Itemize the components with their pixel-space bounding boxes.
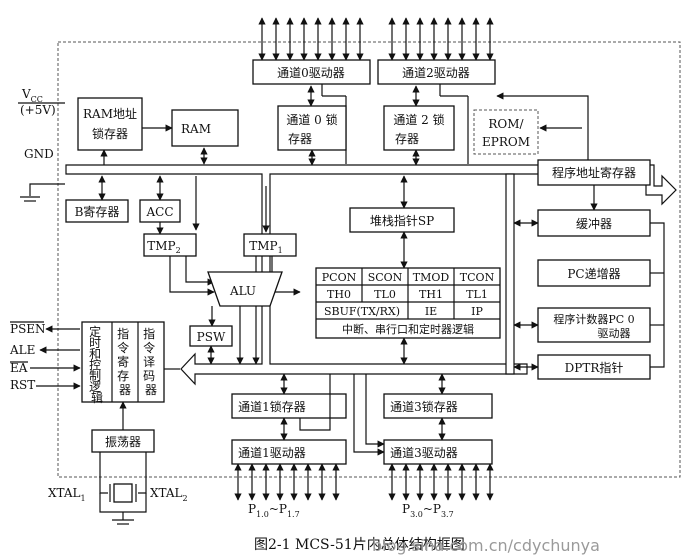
chip-boundary — [57, 41, 681, 478]
port0-latch-label-2: 存器 — [288, 132, 312, 146]
gnd-label: GND — [24, 147, 54, 161]
rom-label-2: EPROM — [482, 135, 530, 149]
port3-bottom-pins — [388, 463, 494, 501]
program-counter-label-1: 程序计数器PC 0 — [553, 312, 634, 326]
program-counter-box — [537, 307, 651, 343]
b-register-box — [65, 199, 129, 223]
tmp1-label: TMP1 — [249, 239, 282, 255]
port2-latch-box — [383, 105, 455, 151]
watermark: blog.sina.com.cn/cdychunya — [372, 536, 600, 555]
port2-latch-label-1: 通道 2 锁 — [393, 112, 444, 127]
port3-driver-label: 通道3驱动器 — [390, 446, 458, 460]
port1-driver-label: 通道1驱动器 — [238, 446, 306, 460]
ram-label: RAM — [181, 122, 211, 136]
instruction-decoder-text: 指 令 译 码 器 — [143, 326, 159, 397]
rom-eprom-box — [473, 109, 539, 155]
sfr-ip: IP — [471, 305, 483, 318]
port2-latch-label-2: 存器 — [395, 132, 419, 146]
internal-bus — [65, 164, 677, 386]
stack-pointer-label: 堆栈指针SP — [370, 213, 434, 228]
right-bus — [505, 173, 515, 375]
program-address-register-label: 程序地址寄存器 — [552, 165, 636, 180]
port0-driver-box — [252, 59, 371, 85]
port1-driver-box — [231, 439, 347, 465]
port2-driver-label: 通道2驱动器 — [402, 66, 470, 80]
ram-box — [171, 109, 239, 147]
sfr-th0: TH0 — [327, 288, 351, 301]
tmp2-label: TMP2 — [147, 239, 180, 255]
port1-pin-range: P1.0~P1.7 — [248, 502, 300, 519]
alu-shape — [207, 271, 283, 307]
port2-top-pins — [388, 17, 494, 61]
rst-label: RST — [10, 378, 35, 392]
oscillator-label: 振荡器 — [105, 435, 141, 449]
crystal-symbol — [113, 483, 133, 503]
tmp2-to-alu — [169, 256, 215, 296]
port1-latch-box — [231, 393, 347, 419]
psw-label: PSW — [197, 330, 226, 344]
b-register-label: B寄存器 — [75, 204, 120, 219]
tmp1-box — [243, 233, 297, 257]
sfr-scon: SCON — [368, 271, 403, 284]
figure-caption: 图2-1 MCS-51片内总体结构框图 — [254, 537, 465, 553]
port0-latch-label-1: 通道 0 锁 — [286, 112, 337, 127]
sfr-logic-label: 中断、串行口和定时器逻辑 — [342, 322, 474, 336]
pc-incrementer-box — [537, 259, 651, 287]
p1-bypass-line — [299, 374, 331, 431]
alu-label: ALU — [229, 284, 256, 298]
port0-top-pins — [258, 17, 364, 61]
vcc-value-label: (+5V) — [20, 103, 56, 117]
sfr-pcon: PCON — [322, 271, 357, 284]
port0-driver-label: 通道0驱动器 — [277, 66, 345, 80]
stack-pointer-box — [349, 207, 455, 233]
sfr-tl0: TL0 — [374, 288, 396, 301]
dptr-label: DPTR指针 — [565, 360, 624, 375]
ea-label: EA — [10, 361, 28, 375]
xtal1-label: XTAL1 — [48, 486, 86, 503]
sfr-tl1: TL1 — [466, 288, 488, 301]
pc-incrementer-label: PC递增器 — [567, 267, 620, 281]
oscillator-box — [91, 429, 155, 453]
program-counter-label-2: 驱动器 — [598, 327, 631, 340]
p3-special-line-2 — [365, 374, 385, 448]
sfr-block: PCON SCON TMOD TCON TH0 TL0 TH1 TL1 SBUF… — [315, 267, 501, 339]
xtal-line-right — [138, 452, 147, 494]
acc-label: ACC — [145, 205, 173, 219]
instruction-register-text: 指 令 寄 存 器 — [117, 326, 133, 397]
port1-bottom-pins — [234, 463, 340, 501]
sfr-sbuf: SBUF(TX/RX) — [324, 305, 400, 318]
port1-latch-label: 通道1锁存器 — [238, 399, 306, 414]
ram-address-label-1: RAM地址 — [83, 107, 137, 121]
port2-driver-box — [377, 59, 496, 85]
p3-special-line — [353, 374, 385, 456]
ram-address-latch-box — [77, 97, 143, 151]
ram-address-label-2: 锁存器 — [92, 126, 128, 141]
port3-pin-range: P3.0~P3.7 — [402, 502, 454, 519]
port3-latch-label: 通道3锁存器 — [390, 399, 458, 414]
xtal-line-left — [99, 452, 108, 494]
vcc-label: VCC — [21, 87, 43, 104]
buffer-label: 缓冲器 — [576, 216, 612, 231]
right-loop-line — [650, 222, 665, 368]
sfr-tcon: TCON — [460, 271, 495, 284]
tmp2-to-alu-2 — [185, 256, 215, 286]
ale-label: ALE — [9, 343, 35, 357]
port3-latch-box — [383, 393, 493, 419]
timing-control-text: 定 时 和 控 制 逻 辑 — [89, 324, 105, 405]
rom-label-1: ROM/ — [488, 117, 524, 131]
sfr-th1: TH1 — [419, 288, 443, 301]
psen-label: PSEN — [10, 322, 46, 336]
addr-to-p2-line — [496, 92, 589, 160]
xtal2-label: XTAL2 — [150, 486, 188, 503]
gnd-line — [29, 183, 65, 196]
sfr-ie: IE — [425, 305, 437, 318]
sfr-tmod: TMOD — [413, 271, 450, 284]
